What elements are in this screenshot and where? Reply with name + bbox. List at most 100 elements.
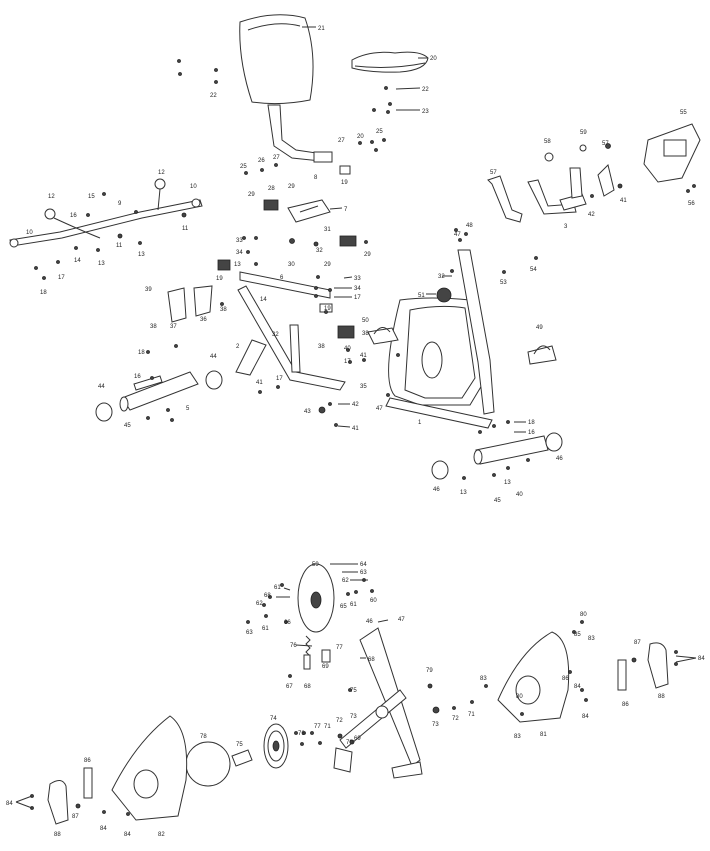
- callout-32a: 32: [316, 248, 323, 254]
- callout-34b: 34: [354, 286, 361, 292]
- callout-34a: 34: [236, 250, 243, 256]
- callout-16a: 16: [70, 213, 77, 219]
- callout-17d: 17: [276, 376, 283, 382]
- callout-14a: 14: [74, 258, 81, 264]
- callout-27a: 27: [273, 155, 280, 161]
- leader-lines: [15, 26, 697, 809]
- pedal-right-part: [527, 345, 557, 365]
- callout-56: 56: [688, 201, 695, 207]
- callout-45a: 45: [124, 423, 131, 429]
- callout-46b: 46: [433, 487, 440, 493]
- callout-17a: 17: [58, 275, 65, 281]
- callout-46c: 46: [366, 619, 373, 625]
- callout-18a: 18: [40, 290, 47, 296]
- callout-61b: 61: [350, 602, 357, 608]
- crank-cover-left-part: [47, 780, 69, 825]
- callout-83b: 83: [514, 734, 521, 740]
- callout-88a: 88: [658, 694, 665, 700]
- callout-47c: 47: [398, 617, 405, 623]
- callout-80a: 80: [580, 612, 587, 618]
- callout-84e: 84: [100, 826, 107, 832]
- callout-82: 82: [158, 832, 165, 838]
- callout-71b: 71: [468, 712, 475, 718]
- callout-36: 36: [200, 317, 207, 323]
- callout-86c: 86: [84, 758, 91, 764]
- belt-pulley-part: [297, 563, 335, 633]
- callout-40b: 40: [516, 492, 523, 498]
- callout-8: 8: [314, 175, 318, 181]
- block-part: [217, 259, 231, 271]
- callout-22a: 22: [422, 87, 429, 93]
- callout-23: 23: [422, 109, 429, 115]
- callout-50: 50: [362, 318, 369, 324]
- callout-63: 63: [360, 570, 367, 576]
- seat-backrest-bracket: [267, 104, 333, 163]
- callout-41d: 41: [620, 198, 627, 204]
- callout-9: 9: [118, 201, 122, 207]
- callout-86b: 86: [622, 702, 629, 708]
- crank-arm-right-part: [617, 659, 627, 691]
- callout-77b: 77: [314, 724, 321, 730]
- callout-58: 58: [544, 139, 551, 145]
- callout-14b: 14: [260, 297, 267, 303]
- callout-1: 1: [418, 420, 422, 426]
- callout-88b: 88: [54, 832, 61, 838]
- callout-20b: 20: [357, 134, 364, 140]
- axle-part: [231, 749, 253, 767]
- callout-17b: 17: [354, 295, 361, 301]
- callout-61a: 61: [274, 585, 281, 591]
- callout-19c: 19: [324, 306, 331, 312]
- bracket-part-left: [167, 287, 187, 323]
- callout-11b: 11: [116, 243, 123, 249]
- callout-12a: 12: [158, 170, 165, 176]
- callout-54: 54: [530, 267, 537, 273]
- callout-70: 70: [346, 740, 353, 746]
- callout-13b: 13: [138, 252, 145, 258]
- callout-72: 72: [336, 718, 343, 724]
- left-cover-part: [111, 715, 188, 821]
- callout-78: 78: [200, 734, 207, 740]
- callout-38b: 38: [220, 307, 227, 313]
- pedal-left-part: [367, 327, 399, 345]
- callout-13e: 13: [504, 480, 511, 486]
- callout-62b: 62: [256, 601, 263, 607]
- callout-69b: 69: [354, 736, 361, 742]
- callout-16b: 16: [134, 374, 141, 380]
- callout-13c: 13: [234, 262, 241, 268]
- callout-13d: 13: [460, 490, 467, 496]
- callout-68a: 68: [264, 593, 271, 599]
- callout-22b: 22: [210, 93, 217, 99]
- callout-21: 21: [318, 26, 325, 32]
- callout-5: 5: [186, 406, 190, 412]
- end-cap-part-2: [579, 144, 587, 152]
- idler-bracket-part: [303, 654, 311, 670]
- callout-43: 43: [304, 409, 311, 415]
- callout-labels: 21 20 22 22 23 25 25 26 27 27 20 8 19 28…: [6, 26, 705, 838]
- seat-knob-part: [337, 325, 355, 339]
- callout-74: 74: [270, 716, 277, 722]
- front-stabilizer-part: [431, 432, 563, 480]
- callout-47b: 47: [376, 406, 383, 412]
- callout-38c: 38: [318, 344, 325, 350]
- seat-slider-part: [287, 199, 331, 223]
- callout-31: 31: [324, 227, 331, 233]
- callout-18c: 18: [528, 420, 535, 426]
- callout-85: 85: [574, 632, 581, 638]
- callout-79: 79: [426, 668, 433, 674]
- callout-10b: 10: [26, 230, 33, 236]
- seat-frame-part: [235, 271, 346, 391]
- callout-29a: 29: [288, 184, 295, 190]
- grip-part: [597, 164, 615, 197]
- callout-39: 39: [145, 287, 152, 293]
- front-handlebar-part: [487, 167, 587, 223]
- callout-49: 49: [536, 325, 543, 331]
- callout-3: 3: [564, 224, 568, 230]
- callout-29b: 29: [248, 192, 255, 198]
- callout-72b: 72: [452, 716, 459, 722]
- callout-19b: 19: [216, 276, 223, 282]
- callout-26: 26: [258, 158, 265, 164]
- callout-33a: 33: [236, 238, 243, 244]
- callout-87a: 87: [634, 640, 641, 646]
- callout-12b: 12: [48, 194, 55, 200]
- callout-83c: 83: [588, 636, 595, 642]
